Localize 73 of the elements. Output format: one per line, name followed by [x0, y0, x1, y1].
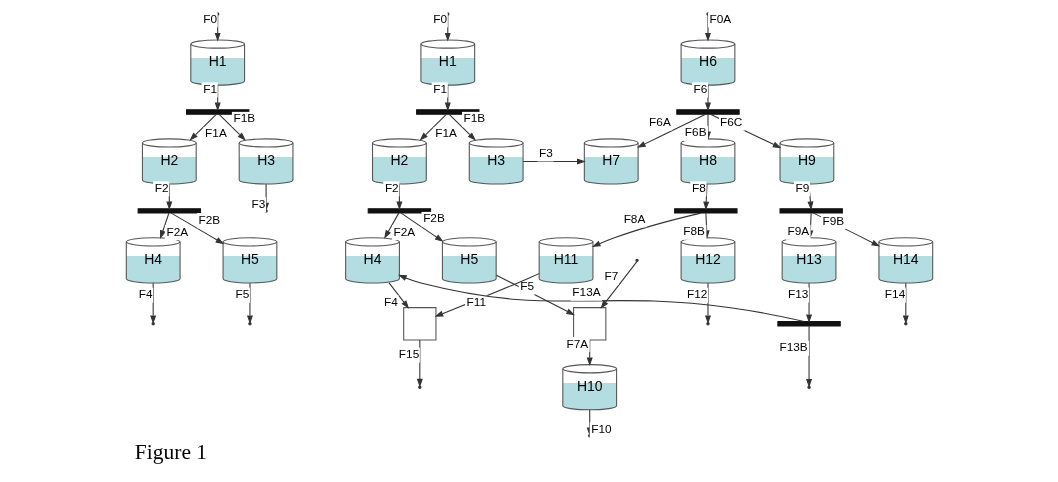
edge-label: F2B	[198, 212, 220, 227]
edge-label: F1	[202, 81, 217, 96]
arrow	[388, 282, 409, 309]
edge-label: F13A	[571, 285, 601, 300]
edge-label: F6	[692, 81, 707, 96]
edge-label: F13B	[778, 340, 808, 355]
node-bar	[776, 321, 841, 327]
edge-label: F10	[590, 421, 612, 436]
edge-label: F2A	[165, 224, 188, 239]
arrow	[383, 212, 399, 239]
edge-label: F15	[398, 347, 419, 362]
arrow	[188, 113, 217, 141]
arrow	[702, 183, 709, 211]
arrow	[397, 274, 805, 323]
node-bar	[415, 109, 479, 115]
edge-label: F9A	[787, 224, 809, 239]
arrow	[522, 158, 586, 165]
edge-label: F9B	[822, 213, 844, 228]
edge-label: F1	[432, 81, 447, 96]
edge-label: F0	[432, 11, 447, 26]
edge-label: F2A	[393, 224, 415, 239]
edge-label: F2	[384, 180, 399, 195]
arrow	[419, 113, 447, 141]
edge-label: F6B	[684, 125, 707, 140]
edge-label: F0	[202, 11, 217, 26]
edge-label: F3	[538, 145, 553, 160]
edge-label: F2B	[422, 211, 445, 226]
arrow	[149, 282, 156, 325]
arrow	[703, 212, 710, 240]
edge-label: F1B	[233, 111, 255, 126]
arrow	[704, 84, 711, 112]
node-bar	[367, 208, 431, 214]
edge-label: F4	[383, 294, 398, 309]
edge-label: F1A	[434, 126, 457, 141]
edge-label: F8	[691, 180, 706, 195]
edge-label: F11	[466, 295, 486, 310]
node-bar	[673, 208, 738, 214]
arrow	[159, 212, 169, 239]
caption: Figure 1	[134, 439, 207, 464]
arrow	[217, 113, 246, 141]
edge-label: F5	[519, 279, 534, 294]
edge-label: F1B	[463, 111, 485, 126]
node-box	[572, 307, 606, 341]
edge-label: F6C	[719, 115, 742, 130]
arrow	[246, 282, 253, 325]
edge-label: F8B	[682, 224, 705, 239]
node-bar	[779, 208, 843, 214]
arrow	[902, 282, 909, 325]
arrow	[434, 273, 540, 317]
edge-label: F12	[686, 287, 707, 302]
edge-label: F5	[234, 287, 249, 302]
edge-label: F8A	[623, 211, 645, 226]
edge-label: F7A	[566, 336, 588, 351]
edge-label: F1A	[204, 126, 227, 141]
arrow	[416, 339, 423, 388]
edge-label: F13	[787, 287, 808, 302]
edge-label: F14	[884, 287, 905, 302]
node-bar	[675, 109, 740, 115]
arrow	[447, 113, 476, 141]
arrow	[704, 282, 711, 325]
node-bar	[137, 208, 201, 214]
node-bar	[185, 109, 249, 115]
edge-label: F2	[154, 180, 169, 195]
edge-label: F6A	[648, 115, 671, 130]
arrow	[805, 282, 812, 324]
node-box	[402, 307, 436, 341]
edge-label: F4	[138, 287, 152, 302]
arrow	[495, 274, 575, 316]
edge-label: F9	[794, 180, 809, 195]
edge-label: F0A	[709, 11, 731, 26]
edge-label: F3	[251, 196, 265, 211]
edge-label: F7	[604, 269, 618, 284]
arrow	[805, 325, 812, 388]
